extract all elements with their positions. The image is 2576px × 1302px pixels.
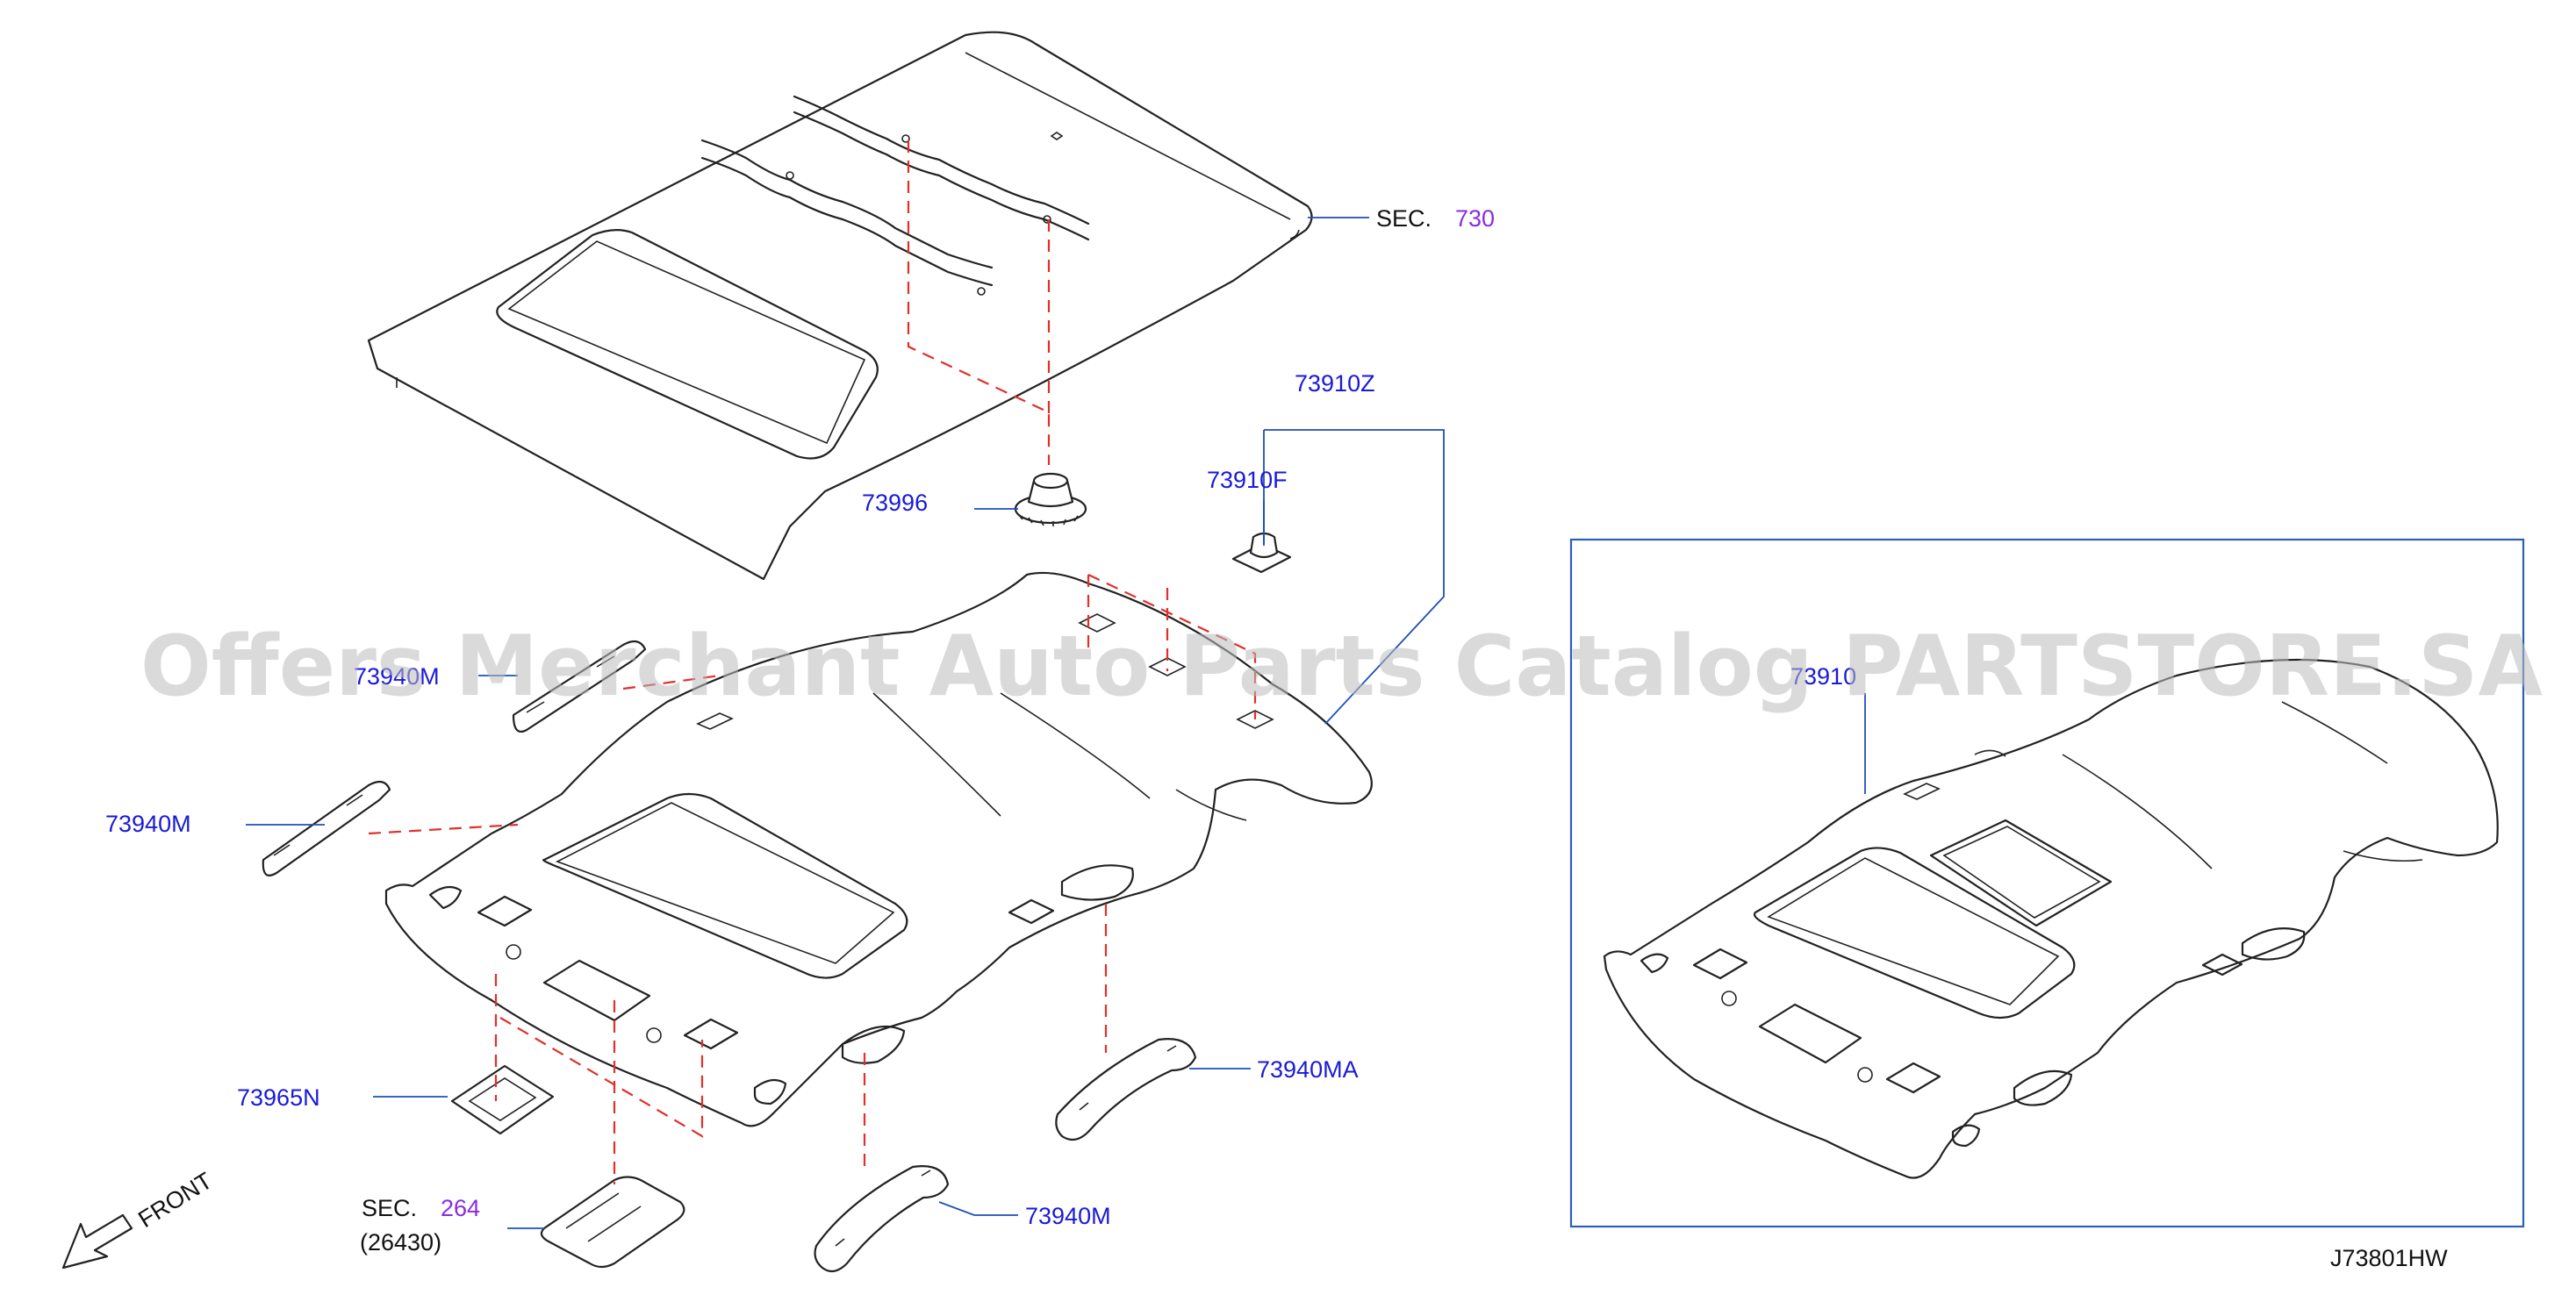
headlining-main [384, 571, 1373, 1127]
label-assist-grip-upper-left[interactable]: 73940M [354, 663, 440, 690]
section-sub-26430: (26430) [360, 1229, 441, 1256]
roof-panel [367, 31, 1313, 581]
label-clip-group[interactable]: 73910Z [1295, 370, 1375, 397]
map-lamp-section-ref[interactable]: SEC. 264 (26430) [360, 1195, 480, 1256]
clip-73910F[interactable] [1231, 532, 1292, 574]
label-assist-grip-right-front[interactable]: 73940MA [1257, 1056, 1359, 1083]
fastener-73996[interactable] [1014, 472, 1087, 526]
watermark-text: Offers Merchant Auto Parts Catalog PARTS… [140, 619, 2543, 715]
section-link-264[interactable]: 264 [441, 1195, 480, 1221]
front-label: FRONT [133, 1167, 217, 1233]
sunvisor-holder-cover[interactable] [450, 1064, 555, 1135]
front-arrow-icon [61, 1213, 133, 1270]
assist-grip-left[interactable] [262, 780, 391, 876]
assist-grip-upper-left[interactable] [512, 640, 647, 733]
leader-lines [246, 217, 1866, 1229]
diagram-code: J73801HW [2330, 1245, 2448, 1271]
dashed-guides [368, 140, 1257, 1184]
label-fastener[interactable]: 73996 [862, 490, 928, 516]
roof-section-ref[interactable]: SEC. 730 [1376, 205, 1495, 232]
label-clip[interactable]: 73910F [1207, 467, 1288, 493]
assist-grip-right-rear[interactable] [814, 1165, 950, 1273]
detail-frame [1569, 538, 2525, 1228]
label-assist-grip-right-rear[interactable]: 73940M [1025, 1203, 1111, 1229]
section-prefix-roof: SEC. [1376, 205, 1432, 232]
section-link-730[interactable]: 730 [1455, 205, 1495, 232]
front-indicator: FRONT [61, 1167, 217, 1270]
assist-grip-right-front[interactable] [1055, 1038, 1197, 1141]
map-lamp[interactable] [540, 1176, 685, 1269]
label-sunvisor-holder-cover[interactable]: 73965N [237, 1084, 320, 1111]
label-headlining-alt[interactable]: 73910 [1790, 663, 1856, 690]
label-assist-grip-left[interactable]: 73940M [105, 811, 191, 837]
section-prefix-map-lamp: SEC. [362, 1195, 417, 1221]
